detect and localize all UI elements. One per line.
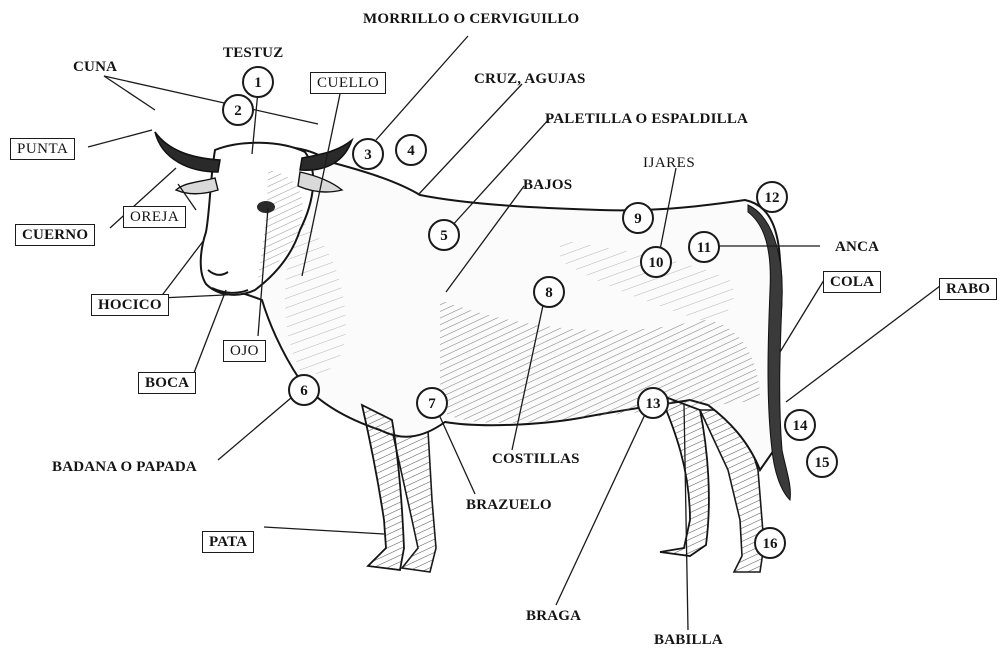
label-ijares: IJARES [643, 156, 695, 171]
label-paletilla: PALETILLA O ESPALDILLA [545, 112, 748, 127]
label-cola: COLA [823, 271, 881, 293]
label-hocico: HOCICO [91, 294, 169, 316]
marker-2: 2 [223, 95, 253, 125]
marker-number-13: 13 [646, 396, 661, 412]
marker-4: 4 [396, 135, 426, 165]
marker-14: 14 [785, 410, 815, 440]
marker-5: 5 [429, 220, 459, 250]
marker-number-2: 2 [234, 103, 242, 119]
marker-number-15: 15 [815, 455, 830, 471]
label-anca: ANCA [835, 240, 879, 255]
marker-13: 13 [638, 388, 668, 418]
marker-15: 15 [807, 447, 837, 477]
label-badana: BADANA O PAPADA [52, 460, 197, 475]
label-cuerno: CUERNO [15, 224, 95, 246]
label-ojo: OJO [223, 340, 266, 362]
marker-8: 8 [534, 277, 564, 307]
marker-3: 3 [353, 139, 383, 169]
label-costillas: COSTILLAS [492, 452, 580, 467]
marker-number-11: 11 [697, 240, 711, 256]
left-ear [176, 178, 218, 194]
marker-12: 12 [757, 182, 787, 212]
label-brazuelo: BRAZUELO [466, 498, 552, 513]
marker-16: 16 [755, 528, 785, 558]
label-cuello: CUELLO [310, 72, 386, 94]
label-cruz: CRUZ, AGUJAS [474, 72, 586, 87]
label-bajos: BAJOS [523, 178, 572, 193]
label-babilla: BABILLA [654, 633, 723, 648]
left-horn [155, 132, 220, 172]
marker-number-3: 3 [364, 147, 372, 163]
marker-number-8: 8 [545, 285, 553, 301]
label-morrillo: MORRILLO O CERVIGUILLO [363, 12, 579, 27]
marker-number-14: 14 [793, 418, 809, 434]
marker-7: 7 [417, 388, 447, 418]
marker-6: 6 [289, 375, 319, 405]
label-pata: PATA [202, 531, 254, 553]
label-braga: BRAGA [526, 609, 581, 624]
label-rabo: RABO [939, 278, 997, 300]
marker-9: 9 [623, 203, 653, 233]
marker-number-5: 5 [440, 228, 448, 244]
marker-number-4: 4 [407, 143, 415, 159]
label-boca: BOCA [138, 372, 196, 394]
label-testuz: TESTUZ [223, 46, 283, 61]
marker-number-16: 16 [763, 536, 779, 552]
marker-number-7: 7 [428, 396, 436, 412]
bull-eye [257, 201, 275, 213]
marker-number-6: 6 [300, 383, 308, 399]
marker-11: 11 [689, 232, 719, 262]
marker-1: 1 [243, 67, 273, 97]
marker-10: 10 [641, 247, 671, 277]
marker-number-9: 9 [634, 211, 642, 227]
label-cuna: CUNA [73, 60, 117, 75]
marker-number-12: 12 [765, 190, 780, 206]
label-punta: PUNTA [10, 138, 75, 160]
marker-number-10: 10 [649, 255, 664, 271]
label-oreja: OREJA [123, 206, 186, 228]
marker-number-1: 1 [254, 75, 262, 91]
